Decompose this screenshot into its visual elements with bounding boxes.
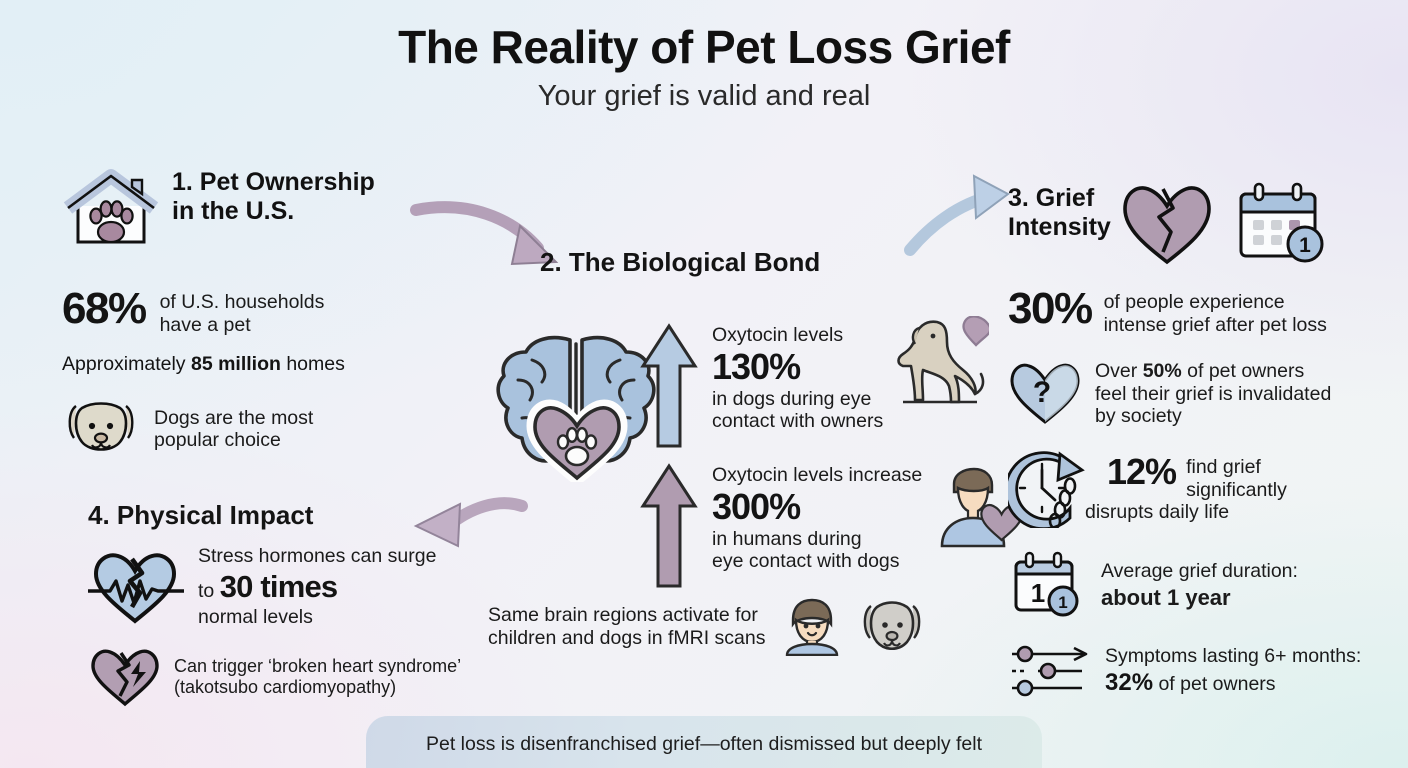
section3-title-line2: Intensity — [1008, 212, 1111, 241]
clock-chain-icon — [1008, 451, 1085, 529]
section-physical-impact: 4. Physical Impact Stress hormones can s… — [88, 500, 508, 708]
symptoms-line1: Symptoms lasting 6+ months: — [1105, 644, 1362, 667]
disrupts-line2: significantly — [1186, 478, 1287, 501]
duration-line1: Average grief duration: — [1101, 559, 1298, 582]
stress-line1: Stress hormones can surge — [198, 545, 437, 567]
brain-heart-paw-icon — [496, 335, 656, 482]
oxytocin-humans-detail2: eye contact with dogs — [712, 550, 900, 573]
poster-header: The Reality of Pet Loss Grief Your grief… — [0, 21, 1408, 113]
section1-heading-row: 1. Pet Ownership in the U.S. — [62, 168, 482, 250]
disrupts-daily-life-item: 12% find grief significantly disrupts da… — [1008, 450, 1400, 529]
grief-intensity-percent: 30% — [1008, 284, 1093, 333]
oxytocin-dogs-label: Oxytocin levels — [712, 324, 844, 346]
broken-heart-icon — [1122, 186, 1211, 265]
invalidated-line3: by society — [1095, 405, 1182, 428]
symptoms-duration-item: Symptoms lasting 6+ months: 32% of pet o… — [1008, 642, 1400, 700]
ownership-stat-line2: have a pet — [159, 313, 251, 336]
svg-text:1: 1 — [1031, 578, 1045, 608]
section1-title: 1. Pet Ownership — [172, 168, 375, 196]
stress-line3: normal levels — [198, 605, 313, 628]
section4-title: 4. Physical Impact — [88, 500, 314, 530]
stress-value: 30 times — [219, 568, 338, 604]
invalidated-grief-item: ? Over 50% of pet owners feel their grie… — [1008, 360, 1400, 428]
fmri-line1: Same brain regions activate for — [488, 604, 758, 627]
dog-face-icon — [864, 601, 921, 651]
oxytocin-dogs-detail1: in dogs during eye — [712, 387, 872, 410]
symptoms-percent: 32% — [1105, 669, 1154, 697]
svg-text:1: 1 — [1299, 234, 1311, 257]
oxytocin-dogs-value: 130% — [712, 345, 801, 387]
dog-note-line2: popular choice — [154, 429, 281, 452]
broken-heart-syndrome-block: Can trigger ‘broken heart syndrome’ (tak… — [88, 646, 508, 708]
fmri-note: Same brain regions activate for children… — [488, 598, 925, 656]
footer-banner: Pet loss is disenfranchised grief—often … — [366, 716, 1042, 768]
dog-note-line1: Dogs are the most — [154, 406, 314, 429]
grief-intensity-line2: intense grief after pet loss — [1103, 313, 1327, 336]
section1-stat: 68% of U.S. households have a pet — [62, 284, 482, 336]
page-title: The Reality of Pet Loss Grief — [398, 21, 1010, 73]
heart-pulse-icon — [88, 552, 184, 624]
up-arrow-blue-icon — [640, 323, 698, 448]
fmri-line2: children and dogs in fMRI scans — [488, 627, 766, 649]
duration-value: about 1 year — [1101, 584, 1231, 610]
trigger-line1: Can trigger ‘broken heart syndrome’ — [174, 655, 462, 676]
approx-homes-note: Approximately 85 million homes — [62, 353, 482, 376]
svg-text:1: 1 — [1058, 593, 1067, 612]
trigger-line2: (takotsubo cardiomyopathy) — [174, 677, 397, 698]
popular-pet-note: Dogs are the most popular choice — [62, 398, 482, 460]
grief-duration-item: 1 1 Average grief duration: about 1 year — [1008, 550, 1400, 620]
invalidated-line1: Over 50% of pet owners — [1095, 360, 1331, 383]
svg-text:?: ? — [1033, 376, 1051, 409]
child-face-icon — [786, 598, 839, 656]
section1-title-line2: in the U.S. — [172, 196, 295, 225]
section2-title: 2. The Biological Bond — [540, 247, 821, 277]
oxytocin-humans-stat: Oxytocin levels increase 300% in humans … — [640, 462, 1024, 590]
question-heart-icon: ? — [1010, 364, 1080, 425]
calendar-one-icon: 1 — [1239, 182, 1324, 263]
slider-timeline-icon — [1012, 645, 1088, 697]
oxytocin-humans-detail1: in humans during — [712, 527, 862, 550]
oxytocin-dogs-detail2: contact with owners — [712, 410, 884, 433]
disrupts-line1: find grief — [1186, 456, 1261, 479]
disrupts-percent: 12% — [1107, 451, 1177, 493]
section3-title: 3. Grief — [1008, 184, 1095, 212]
symptoms-value-row: 32% of pet owners — [1105, 669, 1361, 697]
invalidated-suffix: of pet owners — [1181, 360, 1305, 383]
oxytocin-humans-value: 300% — [712, 485, 801, 527]
dog-face-icon — [68, 402, 134, 452]
footer-text: Pet loss is disenfranchised grief—often … — [425, 733, 983, 755]
house-paw-icon — [63, 169, 159, 244]
oxytocin-humans-label: Oxytocin levels increase — [712, 464, 923, 486]
invalidated-prefix: Over — [1095, 360, 1143, 383]
grief-intensity-stat: 30% of people experience intense grief a… — [1008, 284, 1400, 336]
grief-intensity-line1: of people experience — [1103, 291, 1285, 313]
ownership-stat-line1: of U.S. households — [159, 291, 325, 313]
approx-value: 85 million — [190, 353, 281, 376]
section3-heading-row: 3. Grief Intensity — [1008, 180, 1400, 266]
approx-prefix: Approximately — [62, 353, 191, 376]
approx-suffix: homes — [280, 353, 345, 376]
ownership-percent: 68% — [62, 284, 147, 333]
invalidated-percent: 50% — [1142, 360, 1182, 383]
oxytocin-dogs-stat: Oxytocin levels 130% in dogs during eye … — [640, 316, 990, 450]
symptoms-suffix: of pet owners — [1153, 673, 1276, 696]
stress-value-row: to 30 times — [198, 569, 436, 605]
section-pet-ownership: 1. Pet Ownership in the U.S. 68% of U.S.… — [62, 168, 482, 460]
dog-sitting-icon — [897, 316, 990, 404]
page-subtitle: Your grief is valid and real — [537, 79, 871, 112]
disrupts-line3: disrupts daily life — [1085, 501, 1230, 524]
stress-prefix: to — [198, 579, 220, 602]
stress-hormone-block: Stress hormones can surge to 30 times no… — [88, 545, 508, 628]
calendar-year-icon: 1 1 — [1014, 551, 1079, 617]
curved-arrow-mauve-left-icon — [413, 497, 528, 548]
curved-arrow-blue-upright-icon — [904, 174, 1010, 256]
section-grief-intensity: 3. Grief Intensity — [1008, 180, 1400, 700]
broken-heart-bolt-icon — [91, 649, 159, 707]
curved-arrow-mauve-right-icon — [410, 201, 559, 266]
invalidated-line2: feel their grief is invalidated — [1095, 382, 1332, 405]
up-arrow-mauve-icon — [640, 463, 698, 588]
person-heart-icon — [940, 467, 1024, 548]
